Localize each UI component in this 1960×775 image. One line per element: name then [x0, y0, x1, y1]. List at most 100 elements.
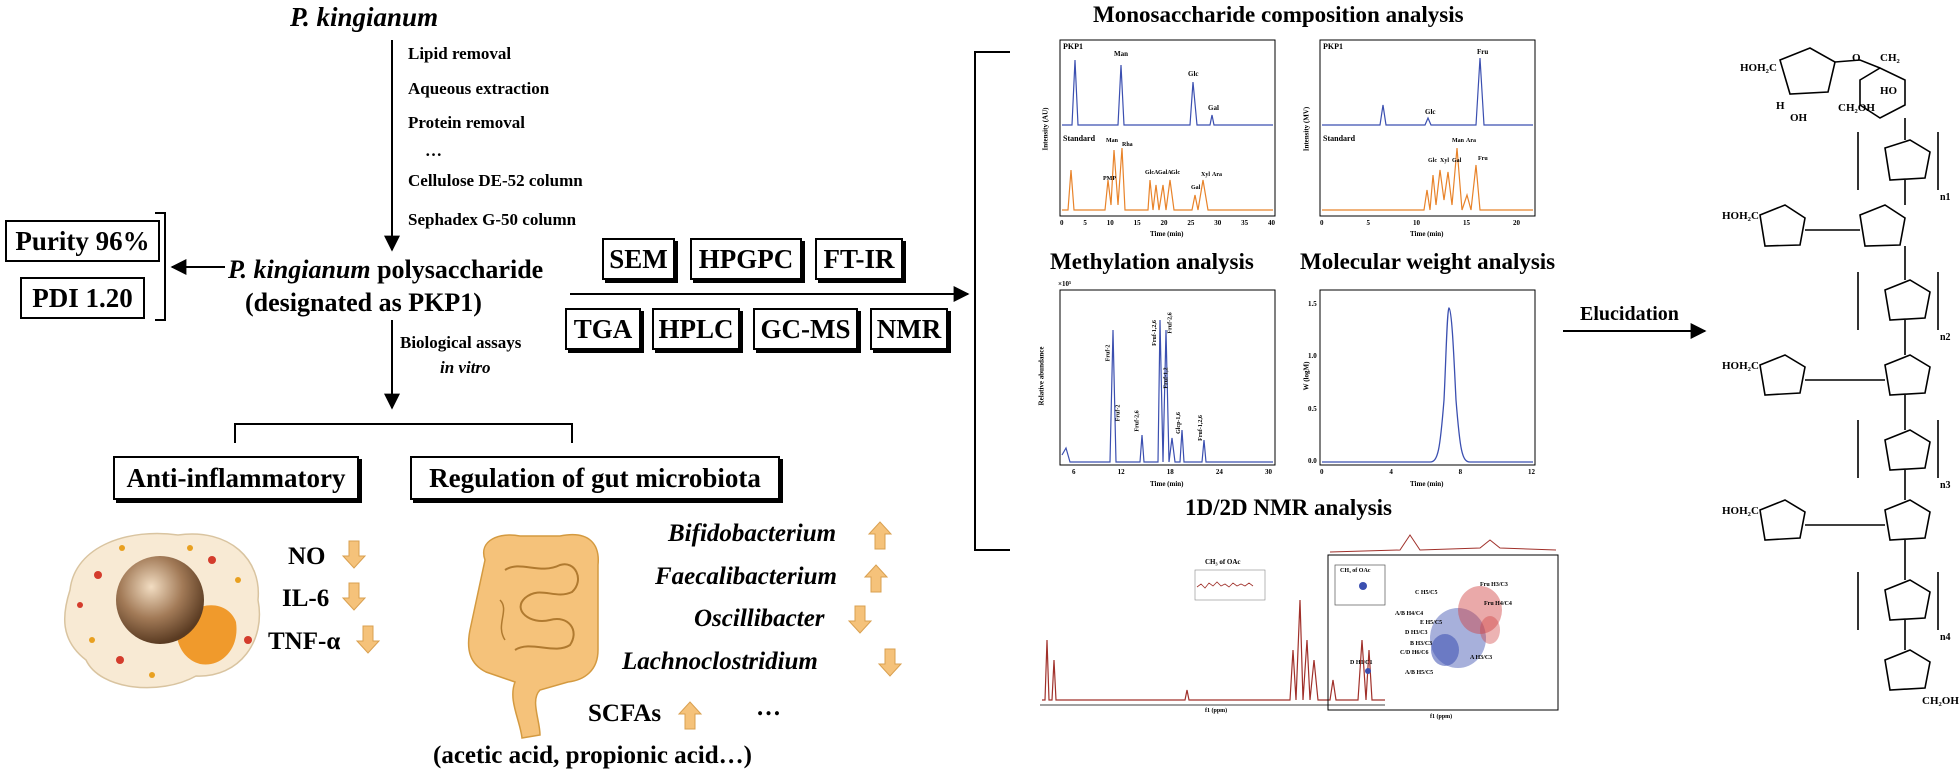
mw-trace — [1322, 307, 1533, 463]
marker-tnf: TNF-α — [268, 628, 341, 655]
mono-right-std-gal: Gal — [1452, 158, 1462, 164]
struct-o-1: O — [1852, 52, 1861, 64]
arrow-down-icon — [341, 540, 367, 569]
arrow-up-icon — [677, 701, 703, 730]
nmr-cross-4: E H5/C5 — [1420, 620, 1443, 626]
product-designation: (designated as PKP1) — [245, 288, 482, 317]
mono-right-peak-fru: Fru — [1477, 48, 1489, 56]
methyl-peak-5: Fruf-1,2 — [1163, 367, 1170, 389]
mono-right-std-man: Man — [1452, 138, 1464, 144]
mw-title: Molecular weight analysis — [1300, 249, 1556, 274]
activity-anti-inflammatory: Anti-inflammatory — [113, 456, 359, 500]
mono-left-std-glca: GlcA — [1145, 170, 1159, 176]
step-ellipsis: … — [425, 141, 442, 160]
step-lipid: Lipid removal — [408, 44, 512, 63]
mono-left-std-gala: GalA — [1158, 170, 1172, 176]
struct-repeat-n3: n3 — [1940, 480, 1951, 491]
tech-sem: SEM — [602, 238, 675, 280]
macrophage-illustration — [63, 532, 261, 689]
bacteria-trend-arrows — [677, 521, 903, 730]
nmr-cross-10: C/D H6/C6 — [1400, 650, 1429, 656]
struct-ch2-1: CH₂ — [1880, 52, 1900, 64]
nmr-cross-1: Fru H3/C3 — [1480, 582, 1508, 588]
arrow-up-icon — [863, 564, 889, 593]
purity-box: Purity 96% — [5, 220, 160, 262]
tech-ftir: FT-IR — [815, 238, 903, 280]
step-protein: Protein removal — [408, 113, 525, 132]
struct-hoh2c-2: HOH₂C — [1722, 210, 1759, 222]
methyl-peak-7: Glcp-1,6 — [1175, 412, 1182, 434]
bacteria-lachnoclostridium: Lachnoclostridium — [622, 648, 818, 675]
nmr-cross-6: A H3/C3 — [1470, 655, 1493, 661]
step-aqueous: Aqueous extraction — [408, 79, 550, 98]
mono-right-trace-pkp1 — [1322, 57, 1533, 126]
arrow-down-icon — [355, 625, 381, 654]
mw-chart — [1319, 289, 1536, 466]
mono-right-panel-top: PKP1 — [1323, 42, 1343, 51]
mono-right-panel-bottom: Standard — [1323, 134, 1356, 143]
bacteria-oscillibacter: Oscillibacter — [694, 605, 825, 632]
mono-left-panel-top: PKP1 — [1063, 42, 1083, 51]
nmr-2d-chart — [1327, 534, 1559, 711]
methyl-peak-3: Fruf-1,2,6 — [1151, 320, 1158, 346]
nmr-cross-7: B H3/C3 — [1410, 641, 1433, 647]
step-de52: Cellulose DE-52 column — [408, 171, 583, 190]
mono-left-peak-gal: Gal — [1208, 104, 1219, 112]
mono-left-trace-standard — [1062, 147, 1273, 211]
mono-left-std-rha: Rha — [1122, 142, 1133, 148]
mono-left-peak-glc: Glc — [1188, 70, 1199, 78]
mono-left-std-man: Man — [1106, 138, 1118, 144]
struct-ch2oh-2: CH₂OH — [1922, 695, 1959, 707]
nmr-1d-spectrum — [1042, 599, 1385, 701]
struct-repeat-n4: n4 — [1940, 632, 1951, 643]
assay-label: Biological assays — [400, 333, 522, 352]
marker-no: NO — [288, 543, 326, 570]
nmr-cross-2: Fru H4/C4 — [1484, 601, 1512, 607]
methylation-chart — [1059, 289, 1276, 466]
mono-left-peak-man: Man — [1114, 50, 1128, 58]
methyl-ylabel: Relative abundance — [1037, 346, 1046, 406]
marker-down-arrows — [341, 540, 381, 654]
methyl-peak-6: Fruf-2,6 — [1167, 312, 1174, 334]
gut-illustration — [467, 534, 599, 739]
arrow-down-icon — [877, 648, 903, 677]
analyses-bracket — [974, 51, 1010, 551]
nmr-1d-label: CH₃ of OAc — [1205, 558, 1241, 566]
nmr-1d-xlabel: f1 (ppm) — [1205, 708, 1228, 714]
struct-oh-1: OH — [1790, 112, 1808, 124]
mono-title: Monosaccharide composition analysis — [1093, 2, 1464, 27]
activity-branch — [234, 423, 573, 443]
struct-ch2oh-1: CH₂OH — [1838, 102, 1875, 114]
mono-left-std-ara: Ara — [1212, 172, 1222, 178]
mono-right-std-ara: Ara — [1466, 138, 1476, 144]
mono-left-std-xyl: Xyl — [1201, 172, 1210, 178]
scfa-ellipsis: … — [756, 694, 781, 721]
mono-right-peak-glc: Glc — [1425, 108, 1436, 116]
nmr-2d-xlabel: f1 (ppm) — [1430, 714, 1453, 720]
methyl-peak-8: Fruf-1,2,6 — [1197, 415, 1204, 441]
methyl-yexp: ×10⁵ — [1058, 280, 1072, 288]
mono-chart-left — [1059, 39, 1276, 217]
scfa-detail: (acetic acid, propionic acid…) — [433, 742, 752, 769]
arrow-down-icon — [847, 605, 873, 634]
mono-left-panel-bottom: Standard — [1063, 134, 1096, 143]
source-title: P. kingianum — [290, 2, 439, 32]
tech-hpgpc: HPGPC — [690, 238, 802, 280]
nmr-2d-label: CH₃ of OAc — [1340, 568, 1371, 574]
mono-right-std-xyl: Xyl — [1440, 158, 1449, 164]
mono-right-ylabel: Intensity (MV) — [1302, 106, 1311, 152]
tech-nmr: NMR — [870, 308, 948, 350]
tech-tga: TGA — [565, 308, 641, 350]
nmr-cross-9: A/B H4/C4 — [1395, 611, 1424, 617]
mono-right-std-fru: Fru — [1478, 156, 1488, 162]
struct-hoh2c-1: HOH₂C — [1740, 62, 1777, 74]
tech-hplc: HPLC — [652, 308, 740, 350]
methyl-peak-4: Fruf-2,6 — [1134, 410, 1141, 432]
methyl-peak-1: Fruf-2 — [1105, 344, 1112, 362]
nmr-cross-11: D H1/C1 — [1350, 660, 1373, 666]
mono-left-trace-pkp1 — [1062, 59, 1273, 126]
